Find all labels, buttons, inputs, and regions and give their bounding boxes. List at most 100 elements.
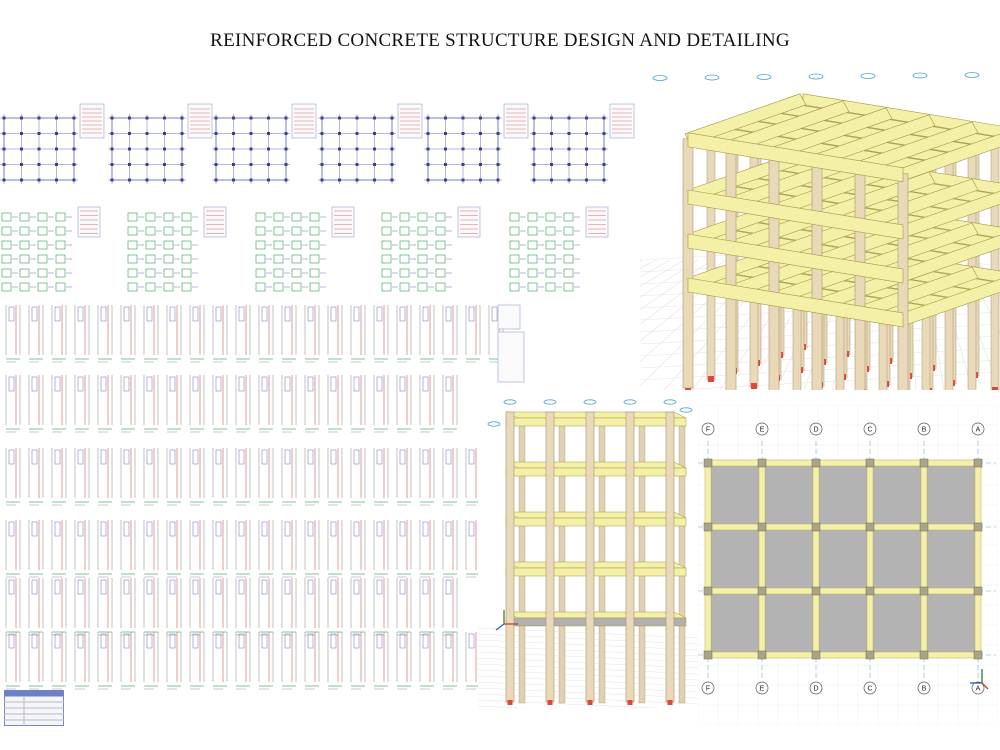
grid-label: B bbox=[922, 686, 927, 693]
beam-detail bbox=[465, 305, 481, 363]
beam-detail bbox=[74, 448, 90, 506]
support-symbol bbox=[751, 383, 757, 389]
beam-detail bbox=[442, 375, 458, 433]
beam-detail bbox=[28, 448, 44, 506]
beam-detail bbox=[51, 632, 67, 690]
beam-detail bbox=[258, 578, 274, 636]
column bbox=[703, 458, 713, 468]
column bbox=[919, 586, 929, 596]
beam-detail bbox=[143, 375, 159, 433]
beam-detail bbox=[258, 520, 274, 578]
column bbox=[505, 411, 515, 703]
beam-detail bbox=[396, 448, 412, 506]
support-symbol bbox=[992, 387, 998, 390]
grid-marker bbox=[543, 399, 557, 405]
beam bbox=[505, 411, 687, 419]
beam-detail bbox=[373, 578, 389, 636]
column bbox=[973, 586, 983, 596]
beam bbox=[505, 511, 687, 519]
beam-detail bbox=[189, 448, 205, 506]
grid-marker bbox=[912, 72, 928, 79]
column bbox=[865, 650, 875, 660]
beam-detail bbox=[281, 305, 297, 363]
column bbox=[703, 650, 713, 660]
grid-bubble bbox=[701, 422, 715, 436]
beam bbox=[866, 459, 874, 659]
beam-detail bbox=[396, 305, 412, 363]
slab-panel bbox=[924, 527, 978, 591]
column bbox=[585, 411, 595, 703]
column bbox=[678, 417, 686, 704]
beam bbox=[687, 277, 904, 328]
beam-detail bbox=[212, 632, 228, 690]
grid-label: B bbox=[922, 427, 927, 434]
grid-bubble bbox=[917, 422, 931, 436]
page-title: REINFORCED CONCRETE STRUCTURE DESIGN AND… bbox=[210, 30, 790, 51]
column bbox=[919, 458, 929, 468]
3d-structural-frame-view bbox=[478, 398, 698, 708]
beam bbox=[704, 459, 712, 659]
column bbox=[811, 650, 821, 660]
beam bbox=[505, 561, 687, 569]
beam-detail bbox=[120, 305, 136, 363]
beam-detail bbox=[350, 448, 366, 506]
beam-detail bbox=[74, 520, 90, 578]
support-symbol bbox=[667, 700, 673, 705]
column bbox=[703, 522, 713, 532]
column-sheet bbox=[127, 206, 227, 292]
column bbox=[558, 417, 566, 704]
beam-detail bbox=[5, 520, 21, 578]
beam-detail bbox=[396, 375, 412, 433]
beam-detail bbox=[442, 520, 458, 578]
beam-detail bbox=[28, 520, 44, 578]
grid-marker bbox=[756, 74, 772, 80]
grid-label: C bbox=[867, 427, 872, 434]
column bbox=[854, 166, 866, 390]
column bbox=[811, 586, 821, 596]
grid-marker bbox=[860, 73, 876, 79]
slab-panel bbox=[816, 591, 870, 655]
beam-detail bbox=[97, 578, 113, 636]
beam-detail bbox=[235, 632, 251, 690]
grid-marker bbox=[623, 399, 637, 405]
grid-bubble bbox=[809, 422, 823, 436]
support-symbol bbox=[587, 700, 593, 705]
beam-detail bbox=[5, 632, 21, 690]
grid-marker bbox=[503, 399, 517, 405]
beam-detail bbox=[212, 578, 228, 636]
grid-label: F bbox=[706, 427, 710, 434]
column bbox=[545, 411, 555, 703]
beam-detail bbox=[51, 448, 67, 506]
beam-detail bbox=[189, 305, 205, 363]
plan-sheet bbox=[108, 103, 213, 184]
beam bbox=[505, 611, 687, 619]
support-symbol bbox=[627, 700, 633, 705]
grid-marker bbox=[663, 399, 677, 405]
beam-detail bbox=[74, 632, 90, 690]
slab-panel bbox=[870, 463, 924, 527]
beam-detail bbox=[166, 632, 182, 690]
beam-detail bbox=[304, 305, 320, 363]
beam-detail bbox=[373, 520, 389, 578]
beam-detail bbox=[419, 375, 435, 433]
floor-plan-drawing-sheets bbox=[0, 100, 640, 200]
beam-detail bbox=[258, 448, 274, 506]
beam-detail bbox=[120, 578, 136, 636]
beam-detail bbox=[396, 632, 412, 690]
beam bbox=[812, 459, 820, 659]
support-symbol bbox=[708, 376, 714, 382]
slab-edge bbox=[505, 517, 687, 527]
support-symbol bbox=[547, 700, 553, 705]
grid-bubble bbox=[971, 422, 985, 436]
beam-detail bbox=[28, 578, 44, 636]
beam-detail bbox=[5, 578, 21, 636]
beam-detail bbox=[28, 632, 44, 690]
slab-edge bbox=[505, 467, 687, 477]
beam-detail bbox=[281, 520, 297, 578]
beam-detail bbox=[28, 375, 44, 433]
beam-detail bbox=[373, 305, 389, 363]
beam-detail bbox=[281, 375, 297, 433]
beam-detail bbox=[51, 375, 67, 433]
beam-detail bbox=[350, 632, 366, 690]
